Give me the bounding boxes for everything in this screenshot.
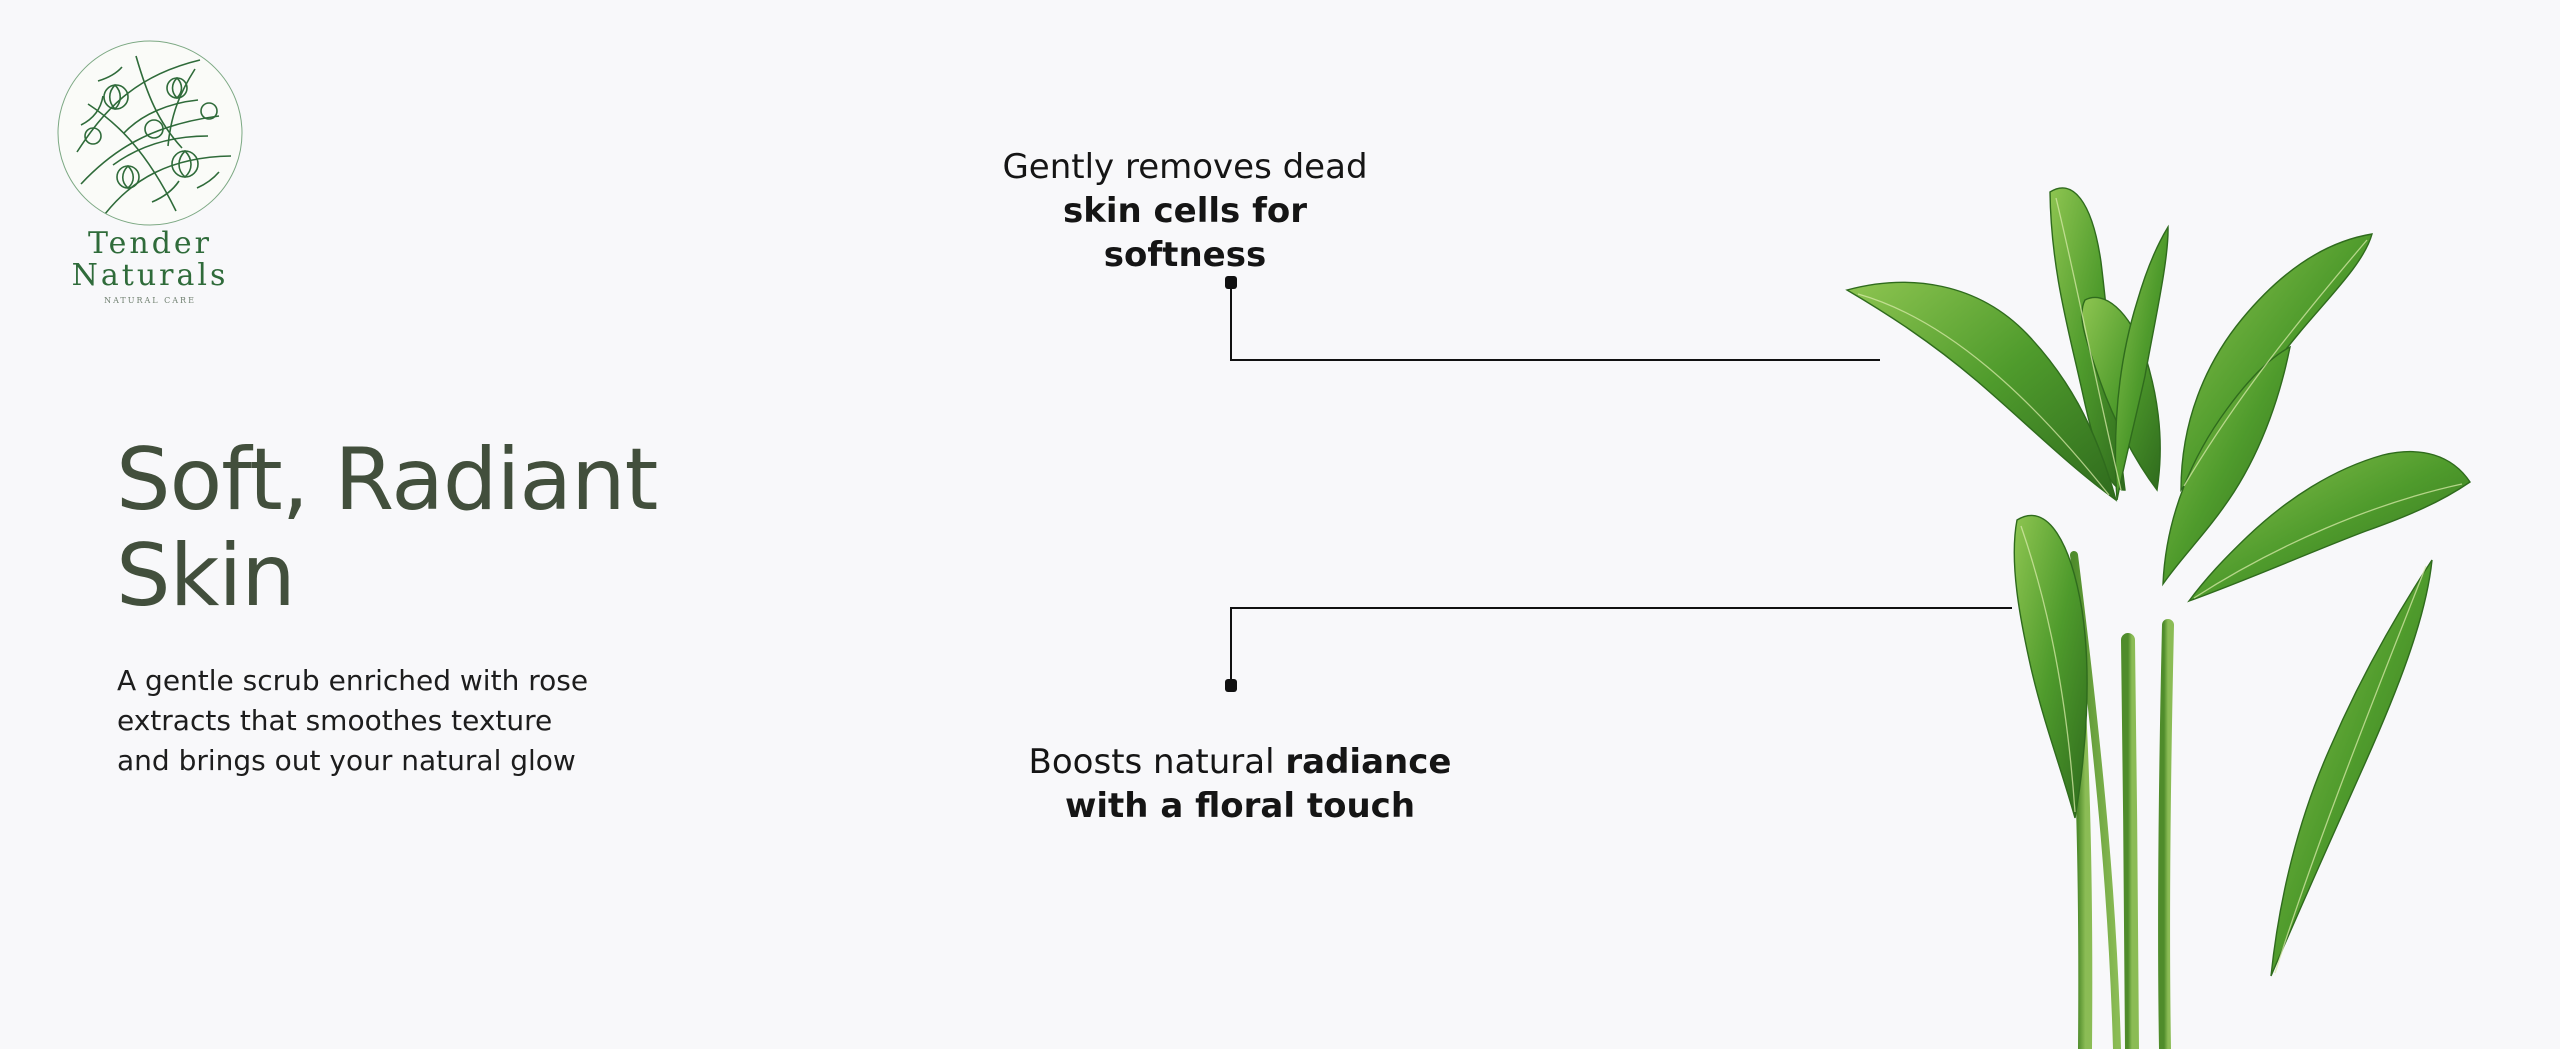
callout-top-line1: Gently removes dead bbox=[1002, 147, 1368, 187]
brand-name-line2: Naturals bbox=[71, 258, 229, 293]
callout-bottom-bold-text: radiance bbox=[1285, 742, 1452, 782]
bottom-connector-dot-icon bbox=[1225, 679, 1237, 692]
hero-title-line1: Soft, Radiant bbox=[116, 430, 658, 530]
brand-name-line1: Tender bbox=[87, 226, 213, 261]
floral-wreath-logo-icon bbox=[57, 40, 243, 226]
brand-logo: Tender Naturals NATURAL CARE bbox=[55, 38, 245, 305]
callout-bottom-line2: with a floral touch bbox=[1064, 786, 1416, 826]
description-line2: extracts that smoothes texture bbox=[117, 704, 553, 737]
description-line3: and brings out your natural glow bbox=[117, 744, 576, 777]
callout-bottom-regular-text: Boosts natural bbox=[1028, 742, 1286, 782]
callout-top-line2: skin cells for softness bbox=[1062, 191, 1308, 275]
hero-description: A gentle scrub enriched with rose extrac… bbox=[117, 661, 677, 781]
description-line1: A gentle scrub enriched with rose bbox=[117, 664, 589, 697]
green-plant-image-icon bbox=[1845, 187, 2471, 1049]
callout-top: Gently removes dead skin cells for softn… bbox=[985, 145, 1385, 277]
top-connector-dot-icon bbox=[1225, 276, 1237, 289]
top-connector-line bbox=[1230, 283, 1880, 361]
callout-bottom-line1: Boosts natural radiance bbox=[1010, 740, 1470, 784]
callout-bottom: Boosts natural radiance with a floral to… bbox=[1010, 740, 1470, 828]
hero-title-line2: Skin bbox=[116, 526, 296, 626]
brand-tagline: NATURAL CARE bbox=[104, 296, 196, 305]
hero-title: Soft, Radiant Skin bbox=[116, 430, 658, 626]
